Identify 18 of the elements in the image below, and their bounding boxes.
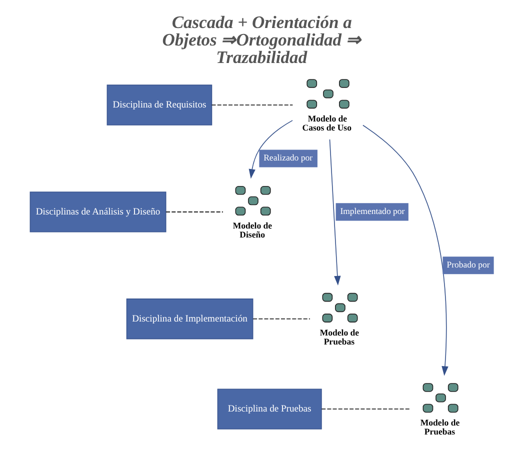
node-box: Disciplina de Implementación — [126, 298, 254, 340]
node-label: Modelo de Pruebas — [320, 327, 360, 346]
edge-label: Implementado por — [340, 206, 405, 216]
edge-label: Realizado por — [264, 152, 313, 163]
edge-label: Probado por — [446, 260, 490, 270]
node-box: Disciplinas de Análisis y Diseño — [30, 192, 166, 232]
node-box: Disciplina de Requisitos — [106, 84, 212, 126]
diagram-title: Cascada + Orientación a Objetos ⇒Ortogonalidad ⇒ Trazabilidad — [162, 12, 361, 68]
connector — [321, 408, 412, 410]
connector — [252, 318, 310, 320]
arrow — [248, 120, 293, 179]
node-label: Modelo de Diseño — [232, 220, 272, 240]
node-label: Modelo de Casos de Uso — [302, 114, 352, 132]
connector — [211, 104, 294, 106]
node-label: Modelo de Pruebas — [420, 418, 460, 436]
arrow — [362, 124, 448, 376]
node-box: Disciplina de Pruebas — [217, 388, 322, 430]
arrow — [329, 139, 341, 286]
